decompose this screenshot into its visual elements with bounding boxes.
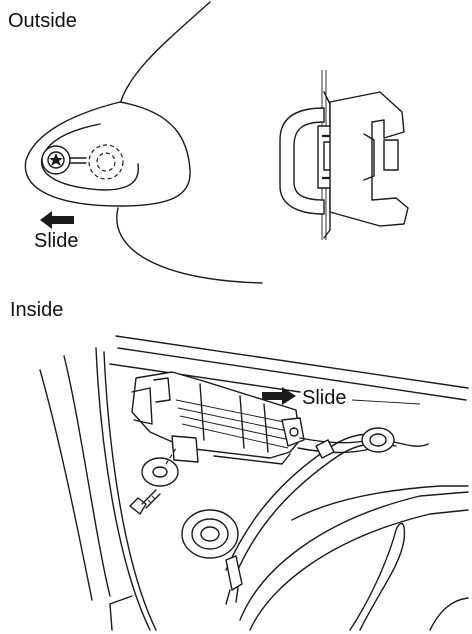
outside-hidden-cylinder	[88, 144, 124, 180]
slide-leader-line	[351, 399, 421, 405]
section-handle-bracket	[279, 107, 325, 215]
inside-bolt	[129, 489, 161, 515]
slide-arrow-left-icon	[40, 211, 74, 229]
inside-grommet	[181, 509, 239, 559]
outside-label: Outside	[8, 10, 77, 32]
inside-handle-assembly	[131, 371, 305, 465]
outside-door-panel	[116, 1, 263, 284]
inside-door-frame	[39, 335, 469, 631]
inside-cable-clip	[315, 427, 429, 459]
slide-arrow-right-icon	[262, 387, 296, 405]
inside-door-trim	[239, 485, 469, 631]
slide-label-outside: Slide	[34, 230, 79, 252]
outside-handle-recess	[24, 101, 191, 207]
outside-cover-screw	[41, 145, 87, 175]
section-frame-right	[329, 91, 409, 227]
inside-bracket-tab	[225, 555, 243, 605]
inside-washer	[141, 447, 179, 487]
slide-label-inside: Slide	[302, 387, 347, 409]
inside-label: Inside	[10, 299, 64, 321]
